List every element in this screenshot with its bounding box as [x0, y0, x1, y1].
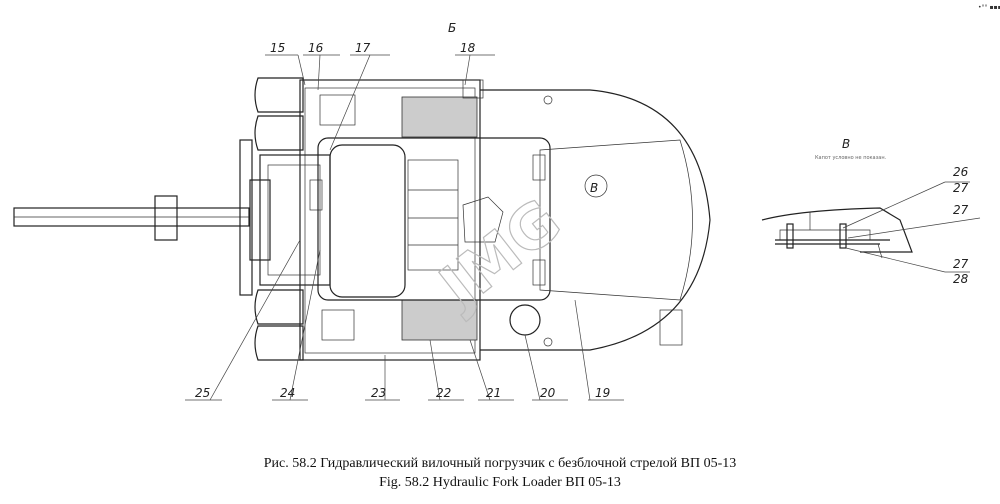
detail-note: Капот условно не показан. — [815, 155, 887, 161]
wheels — [254, 77, 304, 361]
corner-mark: •°° ▪▪▪ — [978, 4, 1000, 11]
callout-27a: 27 — [953, 181, 969, 195]
callout-15: 15 — [270, 41, 285, 55]
callout-27c: 27 — [953, 257, 969, 271]
callout-23: 23 — [371, 386, 386, 400]
callout-19: 19 — [595, 386, 610, 400]
callouts-bottom: 25 24 23 22 21 20 19 — [185, 239, 624, 401]
callout-16: 16 — [308, 41, 324, 55]
callout-28: 28 — [953, 272, 969, 286]
callout-21: 21 — [486, 386, 501, 400]
caption-russian: Рис. 58.2 Гидравлический вилочный погруз… — [263, 456, 737, 471]
view-marker-b: В — [590, 181, 598, 195]
callout-20: 20 — [540, 386, 556, 400]
callout-25: 25 — [195, 386, 210, 400]
engine-hood — [480, 89, 711, 351]
view-label-b: Б — [448, 21, 456, 35]
boom — [13, 139, 271, 296]
callout-17: 17 — [355, 41, 371, 55]
callout-18: 18 — [460, 41, 476, 55]
cab — [317, 137, 551, 301]
callout-22: 22 — [436, 386, 451, 400]
callout-27b: 27 — [953, 203, 969, 217]
chassis — [259, 79, 481, 361]
callout-24: 24 — [280, 386, 295, 400]
callout-26: 26 — [953, 165, 969, 179]
callouts-top: 15 16 17 18 — [265, 41, 495, 151]
grill-top — [401, 96, 478, 138]
detail-view-v: В Капот условно не показан. 26 27 27 27 … — [761, 137, 981, 286]
caption-english: Fig. 58.2 Hydraulic Fork Loader ВП 05-13 — [379, 475, 621, 490]
view-marker-circle — [584, 174, 608, 198]
grill-bottom — [401, 299, 478, 341]
detail-title: В — [842, 137, 850, 151]
